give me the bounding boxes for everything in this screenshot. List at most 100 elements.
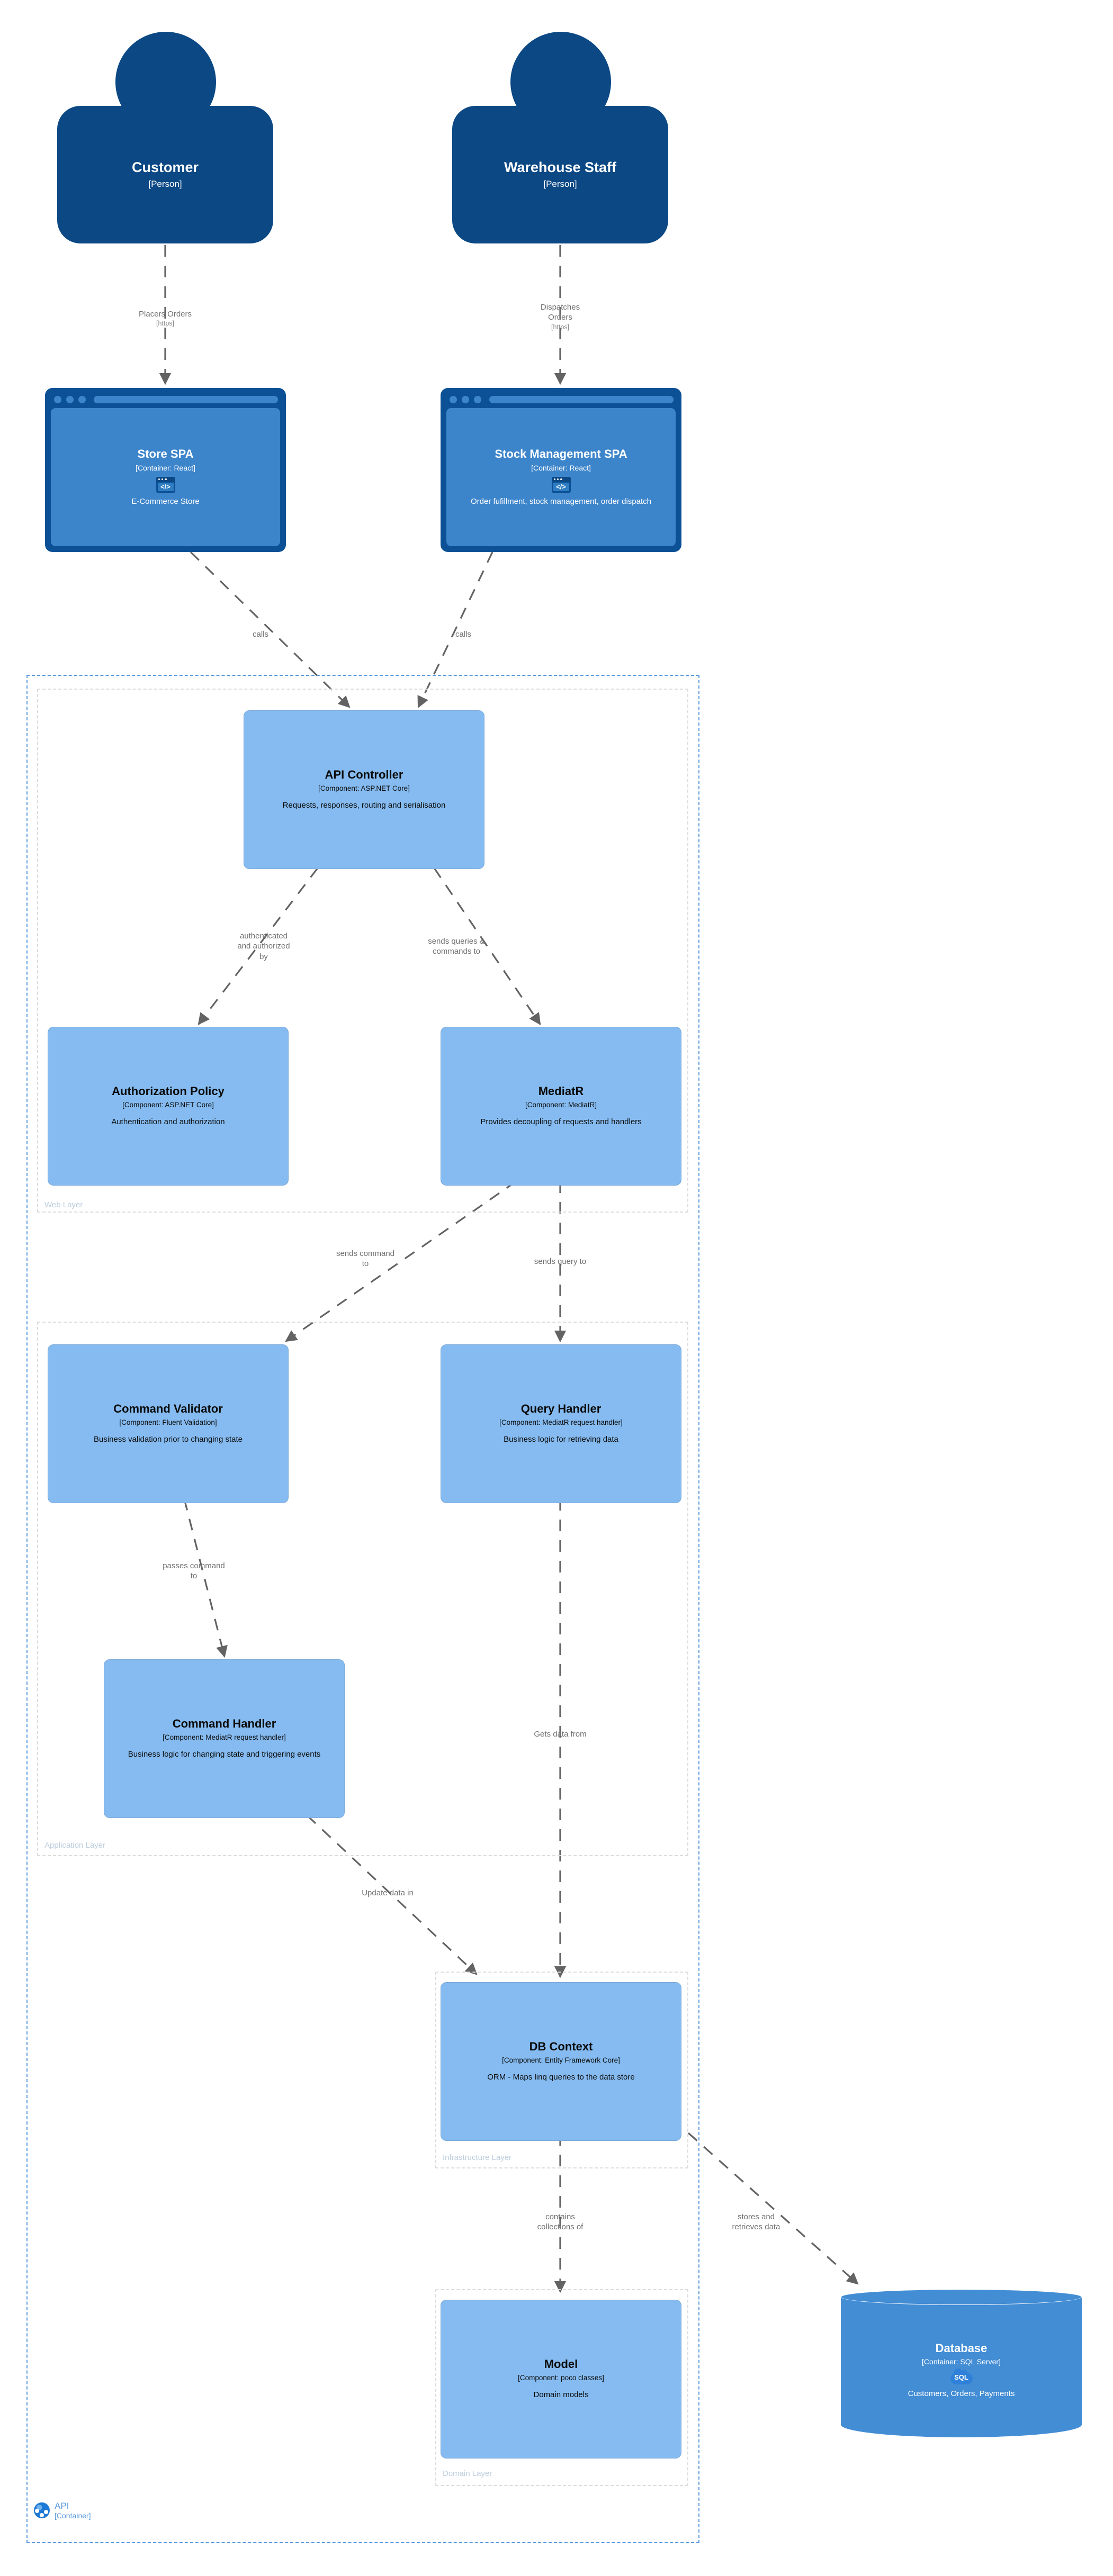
component-desc: ORM - Maps linq queries to the data stor… [487,2072,635,2082]
container-body: Store SPA [Container: React] </> E-Comme… [51,408,280,546]
component-desc: Requests, responses, routing and seriali… [282,800,446,810]
person-name: Customer [131,159,199,175]
boundary-infrastructure-layer [435,1972,688,2168]
component-tech: [Component: poco classes] [518,2373,604,2382]
component-mediatr[interactable]: MediatR [Component: MediatR] Provides de… [441,1027,681,1186]
component-desc: Business logic for retrieving data [504,1434,618,1444]
person-body: Customer [Person] [57,106,273,243]
icon-titlebar [551,476,571,482]
component-tech: [Component: MediatR request handler] [499,1418,623,1426]
edge-label-dispatches-orders: Dispatches Orders [https] [541,292,580,341]
component-authorization-policy[interactable]: Authorization Policy [Component: ASP.NET… [48,1027,289,1186]
layer-label-application: Application Layer [44,1841,106,1850]
edge-label-calls-store: calls [253,619,268,639]
url-bar [94,395,278,403]
edge-label-stores-and-retrieves-data: stores and retrieves data [732,2202,780,2232]
component-tech: [Component: Entity Framework Core] [502,2056,620,2064]
icon-titlebar [156,476,175,482]
edge-label-text: calls [252,630,269,639]
component-name: Command Handler [172,1717,276,1731]
person-warehouse-staff[interactable]: Warehouse Staff [Person] [452,32,668,243]
component-name: Query Handler [520,1402,602,1416]
person-name: Warehouse Staff [504,159,617,175]
database-tech: [Container: SQL Server] [922,2357,1001,2366]
container-desc: Order fufillment, stock management, orde… [471,496,651,506]
container-name: Stock Management SPA [495,447,627,461]
component-db-context[interactable]: DB Context [Component: Entity Framework … [441,1982,681,2141]
component-command-validator[interactable]: Command Validator [Component: Fluent Val… [48,1344,289,1503]
component-query-handler[interactable]: Query Handler [Component: MediatR reques… [441,1344,681,1503]
api-globe-icon [34,2502,50,2519]
container-body: Stock Management SPA [Container: React] … [446,408,676,546]
container-store-spa[interactable]: Store SPA [Container: React] </> E-Comme… [45,388,286,552]
window-dot-icon [66,395,74,403]
component-tech: [Component: MediatR] [525,1100,597,1109]
edge-label-contains-collections-of: contains collections of [537,2202,584,2232]
component-desc: Provides decoupling of requests and hand… [480,1117,642,1126]
window-dot-icon [474,395,481,403]
person-type: [Person] [543,179,577,189]
component-name: API Controller [325,768,403,782]
browser-window-code-icon: </> [156,476,175,493]
component-desc: Authentication and authorization [111,1117,225,1126]
sql-cloud-icon: SQL [950,2369,973,2385]
container-name: Store SPA [137,447,194,461]
edge-label-sends-queries-commands-to: sends queries & commands to [428,926,485,957]
edge-label-gets-data-from: Gets data from [534,1719,586,1739]
boundary-name: API [55,2501,69,2511]
component-name: Authorization Policy [112,1084,225,1098]
icon-code-glyph: </> [157,482,174,491]
boundary-label: API [Container] [55,2501,91,2520]
edge-label-text: sends queries & commands to [428,937,485,956]
container-desc: E-Commerce Store [131,496,200,506]
layer-label-domain: Domain Layer [443,2469,492,2478]
component-desc: Business validation prior to changing st… [93,1434,243,1444]
component-command-handler[interactable]: Command Handler [Component: MediatR requ… [104,1659,345,1818]
component-api-controller[interactable]: API Controller [Component: ASP.NET Core]… [244,710,484,869]
component-name: DB Context [529,2040,593,2054]
edge-label-calls-stock: calls [455,619,471,639]
icon-code-glyph: </> [553,482,569,491]
edge-label-text: authenticated and authorized by [237,932,290,961]
edge-label-tech: [https] [156,320,175,328]
component-tech: [Component: Fluent Validation] [119,1418,217,1426]
browser-chrome [51,394,280,405]
database-cylinder-body [841,2297,1082,2437]
window-dot-icon [78,395,86,403]
database-name: Database [935,2341,988,2355]
layer-label-web: Web Layer [44,1200,83,1209]
browser-window-code-icon: </> [551,476,571,493]
component-model[interactable]: Model [Component: poco classes] Domain m… [441,2300,681,2459]
layer-label-infrastructure: Infrastructure Layer [443,2153,512,2162]
database-cylinder-top [841,2289,1082,2305]
browser-chrome [446,394,676,405]
person-type: [Person] [148,179,182,189]
component-desc: Business logic for changing state and tr… [128,1749,321,1759]
edge-label-authenticated-and-authorized-by: authenticated and authorized by [237,921,290,962]
edge-label-sends-query-to: sends query to [534,1246,586,1267]
edge-label-tech: [https] [551,323,570,331]
component-tech: [Component: ASP.NET Core] [122,1100,214,1109]
edge-label-text: Dispatches Orders [540,303,580,322]
sql-icon-label: SQL [954,2373,968,2382]
component-name: Command Validator [113,1402,223,1416]
edge-label-text: contains collections of [537,2212,584,2232]
component-tech: [Component: MediatR request handler] [163,1733,286,1741]
edge-label-text: sends query to [534,1257,587,1267]
url-bar [489,395,674,403]
edge-label-text: Update data in [362,1888,414,1898]
component-tech: [Component: ASP.NET Core] [318,784,410,792]
edge-label-update-data-in: Update data in [362,1878,414,1898]
boundary-tech: [Container] [55,2511,91,2520]
edge-label-text: passes command to [163,1561,225,1581]
boundary-api-legend: API [Container] [34,2501,91,2520]
edge-label-placers-orders: Placers Orders [https] [139,299,192,338]
container-database[interactable]: Database [Container: SQL Server] SQL Cus… [841,2289,1082,2437]
component-name: Model [544,2357,578,2371]
window-dot-icon [462,395,469,403]
person-customer[interactable]: Customer [Person] [57,32,273,243]
database-desc: Customers, Orders, Payments [908,2389,1015,2399]
container-stock-management-spa[interactable]: Stock Management SPA [Container: React] … [441,388,681,552]
boundary-web-layer [37,689,688,1213]
